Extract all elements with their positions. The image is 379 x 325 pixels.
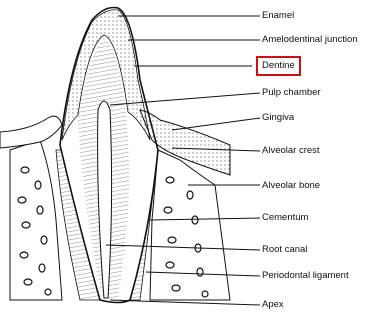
label-alveolar-bone: Alveolar bone	[262, 180, 320, 192]
label-gingiva: Gingiva	[262, 112, 294, 124]
label-alveolar-crest: Alveolar crest	[262, 145, 320, 157]
alveolar-bone-right	[150, 150, 230, 300]
label-amelodentinal-junction: Amelodentinal junction	[262, 34, 358, 46]
alveolar-bone-left	[10, 140, 62, 300]
label-periodontal-ligament: Periodontal ligament	[262, 270, 349, 282]
label-dentine-highlighted: Dentine	[260, 60, 297, 72]
label-apex: Apex	[262, 299, 284, 311]
label-enamel: Enamel	[262, 10, 294, 22]
label-cementum: Cementum	[262, 212, 308, 224]
gingiva-left	[0, 116, 62, 148]
label-pulp-chamber: Pulp chamber	[262, 87, 321, 99]
label-root-canal: Root canal	[262, 244, 307, 256]
